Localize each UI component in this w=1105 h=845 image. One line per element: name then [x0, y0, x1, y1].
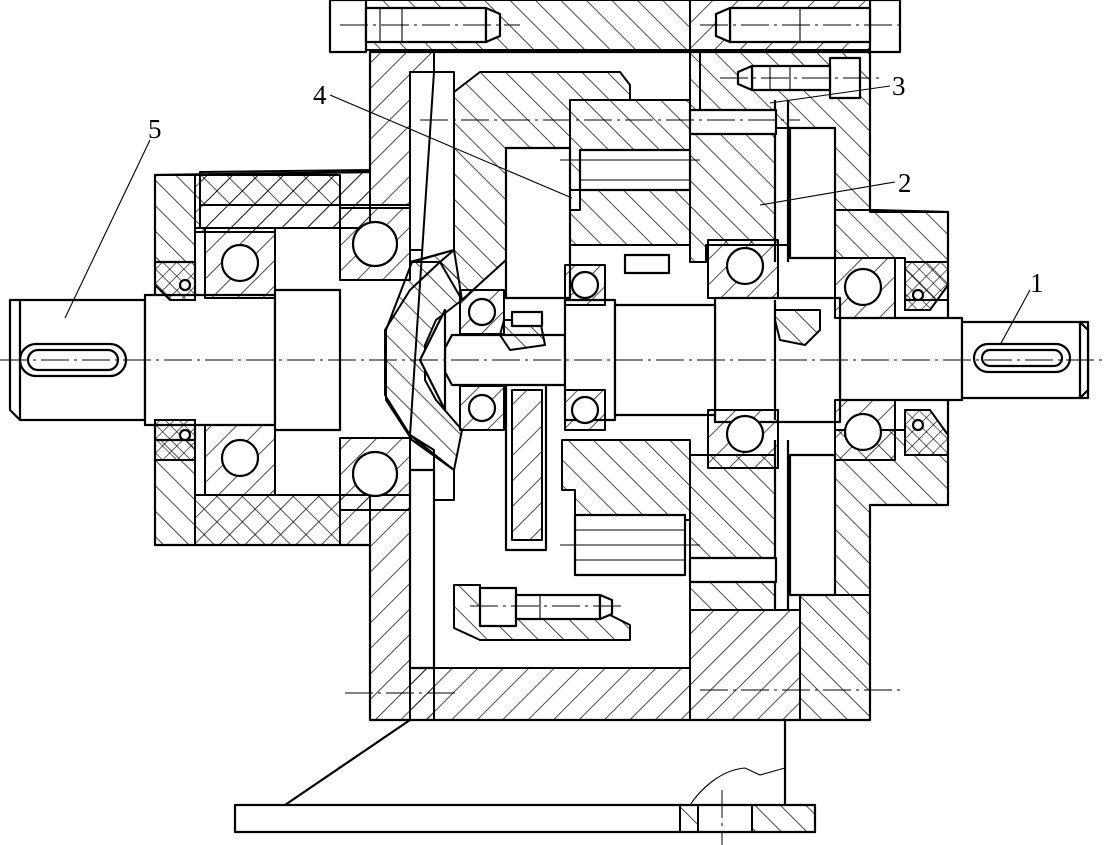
label-part-3: 3	[892, 71, 906, 101]
callout-4: 4	[313, 80, 573, 199]
planet-gear-lower	[504, 378, 700, 577]
oil-seals	[154, 261, 949, 461]
callout-3: 3	[769, 71, 906, 104]
gear-2-lower	[688, 440, 837, 611]
planet-gear-4-upper	[504, 99, 700, 300]
lower-socket-screw	[470, 586, 625, 628]
center-lines	[0, 359, 1105, 694]
bearings	[204, 207, 896, 511]
label-part-4: 4	[313, 80, 327, 110]
top-bolt-left	[328, 0, 520, 54]
label-part-5: 5	[148, 114, 162, 144]
mounting-foot	[233, 719, 817, 845]
label-part-2: 2	[898, 168, 912, 198]
input-shaft-1	[713, 296, 1090, 424]
label-part-1: 1	[1030, 268, 1044, 298]
callout-5: 5	[64, 114, 162, 319]
callout-2: 2	[759, 168, 912, 206]
cap-screw-3	[720, 56, 880, 100]
top-bolt-right	[700, 0, 905, 54]
callout-1: 1	[999, 268, 1044, 346]
